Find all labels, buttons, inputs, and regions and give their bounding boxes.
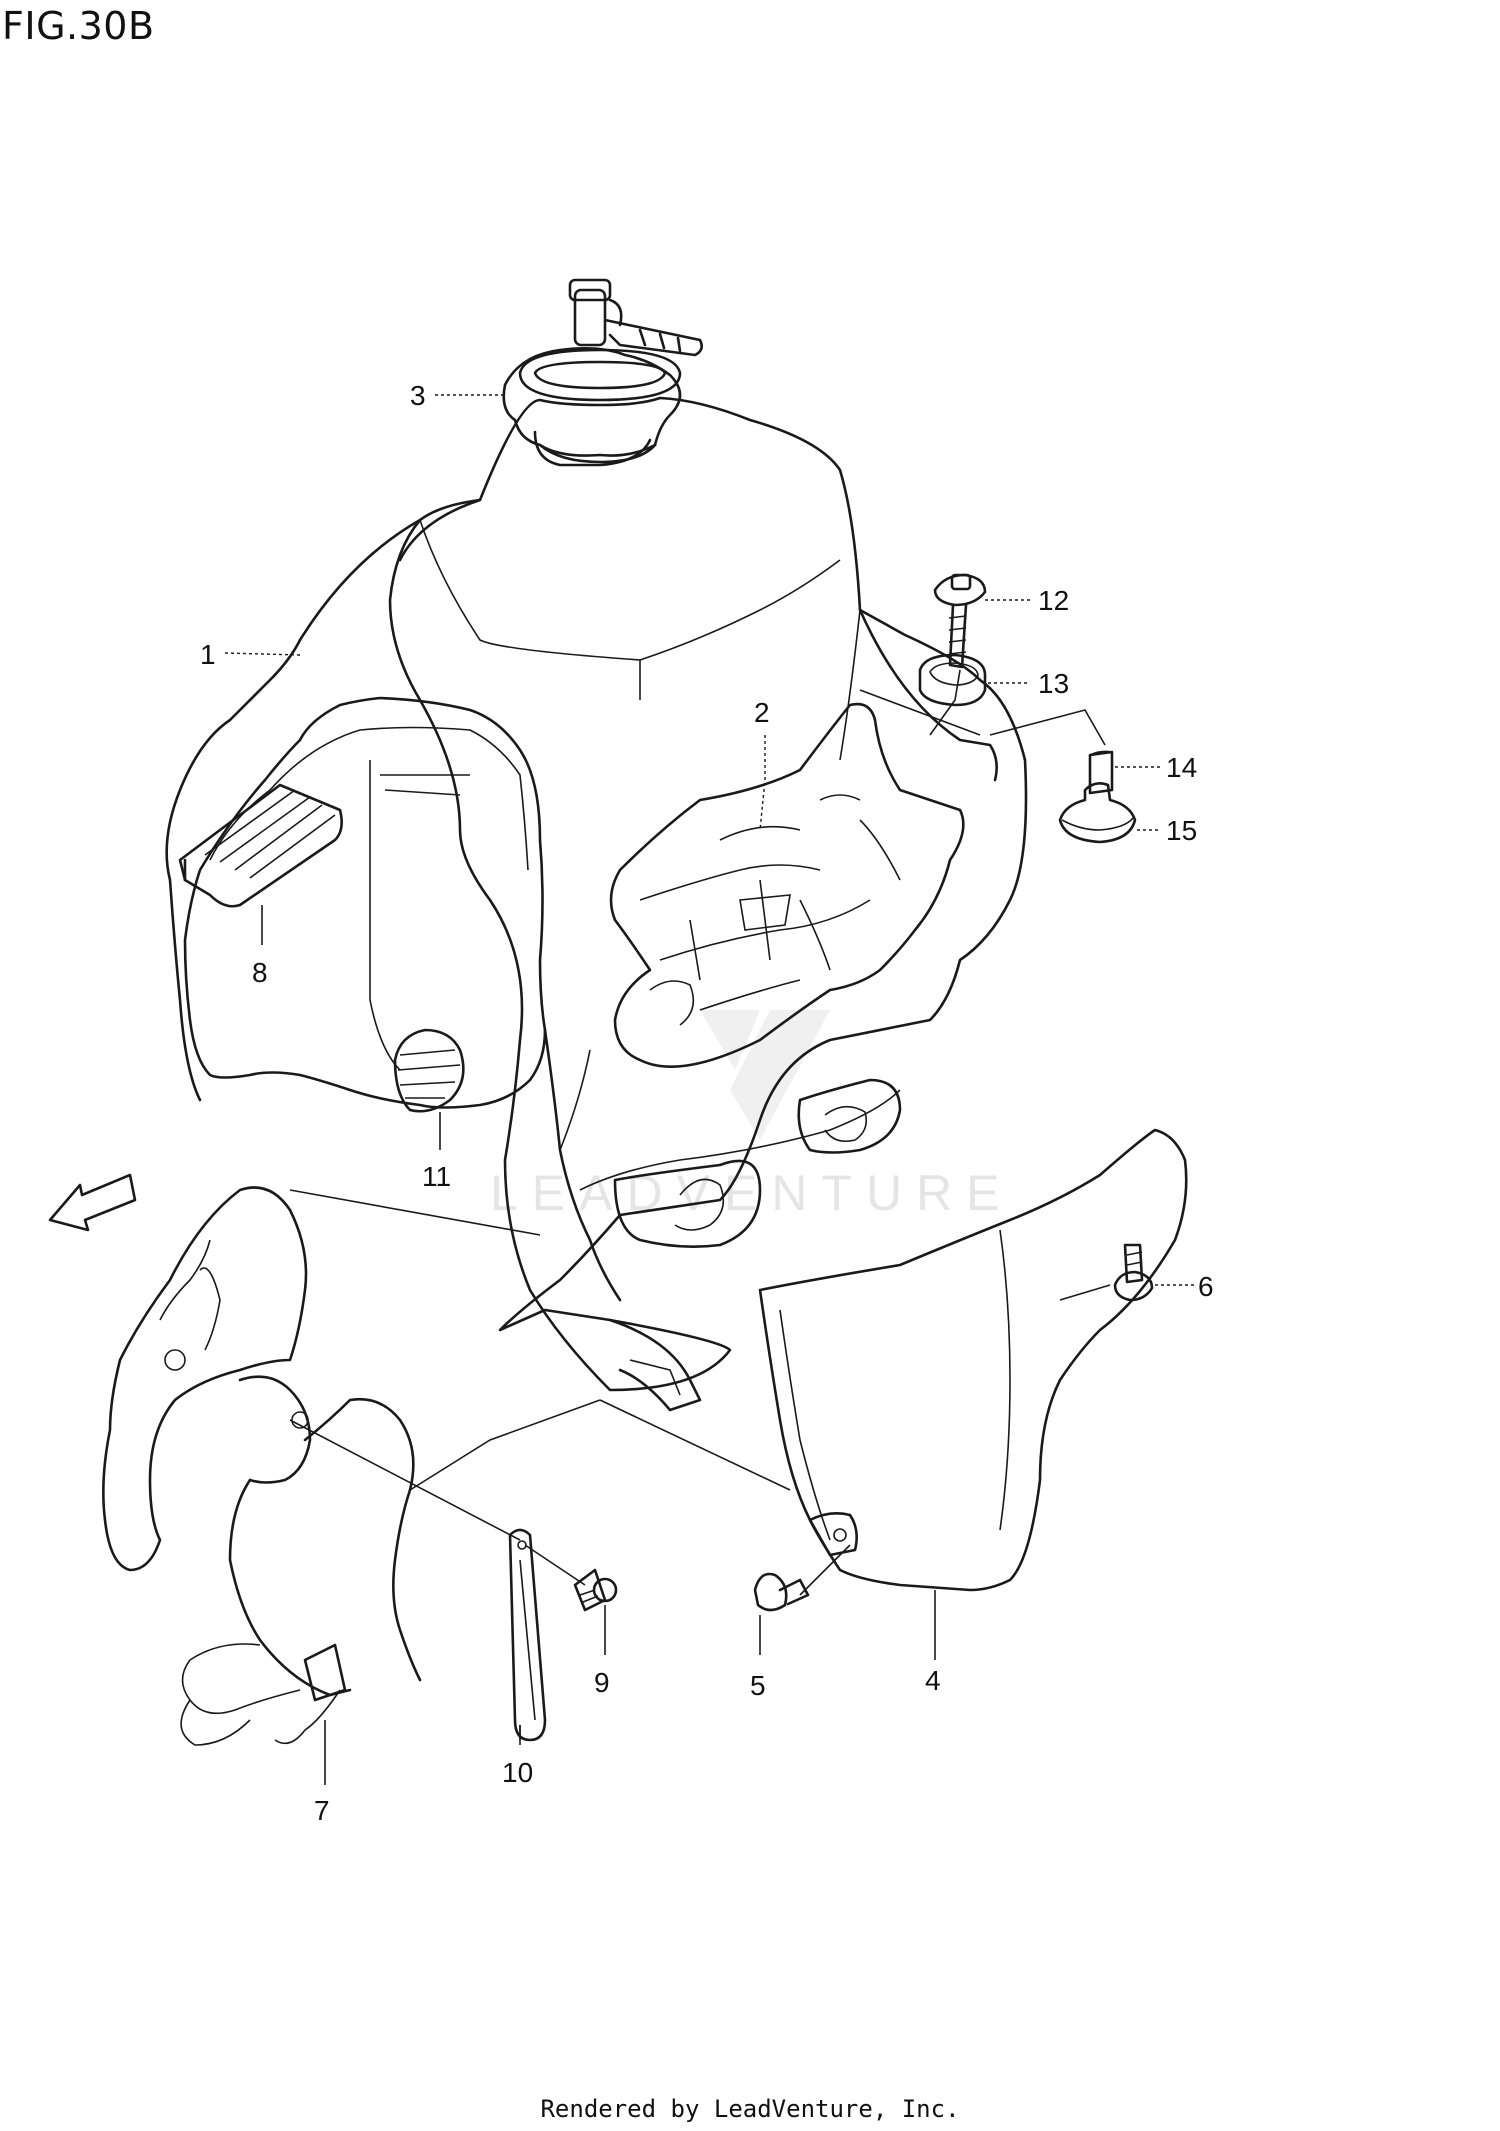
bolt-9-part[interactable] bbox=[573, 1568, 618, 1612]
fuel-cap-part[interactable] bbox=[502, 278, 703, 467]
assembly-lines bbox=[289, 669, 1111, 1596]
spacer-part[interactable] bbox=[1088, 750, 1114, 795]
callout-2: 2 bbox=[754, 697, 770, 728]
callout-13: 13 bbox=[1038, 668, 1069, 699]
callout-12: 12 bbox=[1038, 585, 1069, 616]
fuel-tank-part[interactable] bbox=[165, 348, 1028, 1412]
callout-15: 15 bbox=[1166, 815, 1197, 846]
callout-4: 4 bbox=[925, 1665, 941, 1696]
screw-5-part[interactable] bbox=[753, 1572, 810, 1612]
tank-emblem-decal-part[interactable] bbox=[609, 702, 965, 1068]
screw-6-part[interactable] bbox=[1113, 1243, 1154, 1302]
band-strap-part[interactable] bbox=[508, 1528, 547, 1742]
callout-5: 5 bbox=[750, 1670, 766, 1701]
callout-14: 14 bbox=[1166, 752, 1197, 783]
forward-direction-arrow: FWD bbox=[48, 1173, 137, 1232]
callout-8: 8 bbox=[252, 957, 268, 988]
callout-leaders bbox=[224, 394, 1195, 1785]
bolt-12-part[interactable] bbox=[933, 573, 987, 669]
callout-1: 1 bbox=[200, 639, 216, 670]
footer-credit: Rendered by LeadVenture, Inc. bbox=[540, 2095, 960, 2123]
cushion-part[interactable] bbox=[1058, 782, 1137, 844]
frame-cover-left-part[interactable] bbox=[102, 1186, 422, 1746]
callout-11: 11 bbox=[422, 1161, 451, 1192]
side-cover-right-part[interactable] bbox=[758, 1128, 1188, 1592]
callout-6: 6 bbox=[1198, 1271, 1214, 1302]
callout-3: 3 bbox=[410, 380, 426, 411]
plug-cap-part[interactable] bbox=[393, 1028, 465, 1113]
callout-9: 9 bbox=[594, 1667, 610, 1698]
watermark-logo: LEADVENTURE bbox=[490, 1010, 1014, 1221]
damper-ring-part[interactable] bbox=[918, 653, 987, 707]
watermark-text: LEADVENTURE bbox=[490, 1165, 1014, 1221]
callout-10: 10 bbox=[502, 1757, 533, 1788]
callout-7: 7 bbox=[314, 1795, 330, 1826]
figure-title: FIG.30B bbox=[2, 4, 155, 48]
fwd-label: FWD bbox=[85, 1185, 123, 1214]
rubber-cushion-part[interactable] bbox=[178, 783, 343, 908]
callout-labels: 1 2 3 4 5 6 7 8 9 10 11 12 13 14 15 bbox=[200, 380, 1214, 1826]
